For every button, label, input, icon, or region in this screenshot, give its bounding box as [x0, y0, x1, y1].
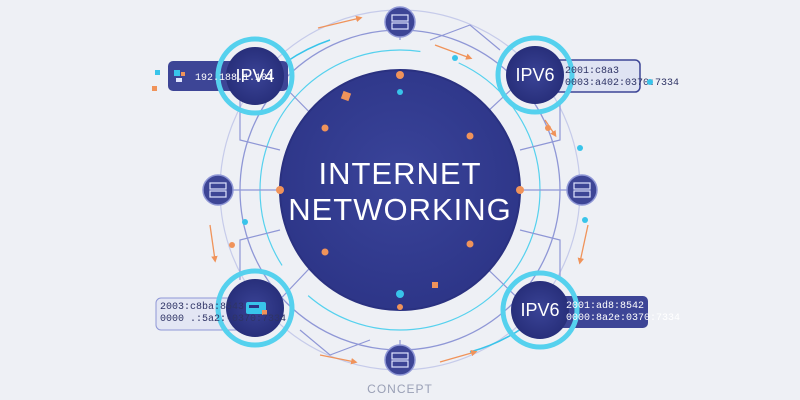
node-top-right: IPV6 2001:c8a3 0003:a402:0370:7334 [495, 35, 679, 115]
connection-dots [229, 55, 588, 310]
trace-left-lower [239, 229, 281, 280]
node-ring [495, 35, 575, 115]
core-square-accent [432, 282, 438, 288]
node-label: IPV6 [515, 65, 554, 85]
ip-address-line1: 2001:ad8:8542 [566, 300, 644, 312]
flow-arrows [209, 15, 589, 365]
server-icon [391, 14, 409, 30]
server-node-bottom [384, 344, 416, 376]
dot-orange [516, 186, 524, 194]
dot-cyan [647, 79, 653, 85]
node-ring [215, 268, 295, 348]
dot-cyan [582, 217, 588, 223]
dot-orange [321, 124, 329, 132]
square-accent [152, 86, 157, 91]
ip-address: 192.188.1.101 [195, 73, 273, 84]
ip-address-line1: 2001:c8a3 [565, 66, 619, 77]
center-title-line2: NETWORKING [288, 192, 512, 227]
server-node-right [566, 174, 598, 206]
card-icon [246, 302, 267, 315]
core-square-accent [340, 90, 352, 102]
dot-orange [545, 125, 551, 131]
node-ring [500, 270, 580, 350]
dot-cyan [452, 55, 458, 61]
dot-cyan [396, 290, 404, 298]
trace-left-upper [239, 100, 281, 151]
dot-cyan [397, 89, 403, 95]
arrow-icon [209, 224, 218, 263]
arrow-icon [319, 354, 358, 365]
dot-orange [276, 186, 284, 194]
dot-cyan [242, 219, 248, 225]
node-ring [215, 36, 295, 116]
arrow-icon [317, 15, 363, 29]
dot-orange [321, 248, 329, 256]
dot-orange [396, 71, 404, 79]
node-top-left: IPV4 192.188.1.101 [152, 36, 295, 116]
footer-caption: CONCEPT [367, 382, 433, 396]
ip-address-line2: 0000:8a2e:0370:7334 [566, 313, 680, 324]
core: INTERNET NETWORKING [279, 69, 521, 311]
node-label: IPV4 [235, 66, 274, 86]
server-node-left [202, 174, 234, 206]
dot-cyan [577, 145, 583, 151]
network-icon [174, 70, 185, 82]
server-icon [391, 352, 409, 368]
node-bottom-left: 2003:c8ba:8543 0000 .:5a2:-0370:7334 [155, 268, 295, 348]
trace-bottom-left [299, 329, 371, 356]
server-node-circle [202, 174, 234, 206]
server-icon [573, 182, 591, 198]
arrow-icon [434, 44, 473, 60]
trace-right-lower [519, 229, 561, 280]
trace-right-upper [519, 100, 561, 151]
ip-address-line2: 0003:a402:0370:7334 [565, 78, 679, 89]
dot-orange [466, 132, 474, 140]
center-title-line1: INTERNET [319, 156, 482, 191]
dot-orange [466, 240, 474, 248]
arrow-icon [577, 224, 589, 265]
node-label: IPV6 [520, 300, 559, 320]
node-circle [226, 47, 284, 105]
server-node-circle [384, 344, 416, 376]
dot-orange [397, 304, 403, 310]
server-node-circle [384, 6, 416, 38]
ip-address-line1: 2003:c8ba:8543 [160, 301, 244, 313]
node-circle [506, 46, 564, 104]
node-bottom-right: IPV6 2001:ad8:8542 0000:8a2e:0370:7334 [500, 270, 680, 350]
trace-top-right [429, 24, 501, 51]
server-icon [209, 182, 227, 198]
node-circle [511, 281, 569, 339]
arrow-icon [439, 349, 478, 363]
ip-address-line2: 0000 .:5a2:-0370:7334 [160, 314, 286, 325]
square-accent [155, 70, 160, 75]
dot-orange [229, 242, 235, 248]
server-node-circle [566, 174, 598, 206]
server-node-top [384, 6, 416, 38]
